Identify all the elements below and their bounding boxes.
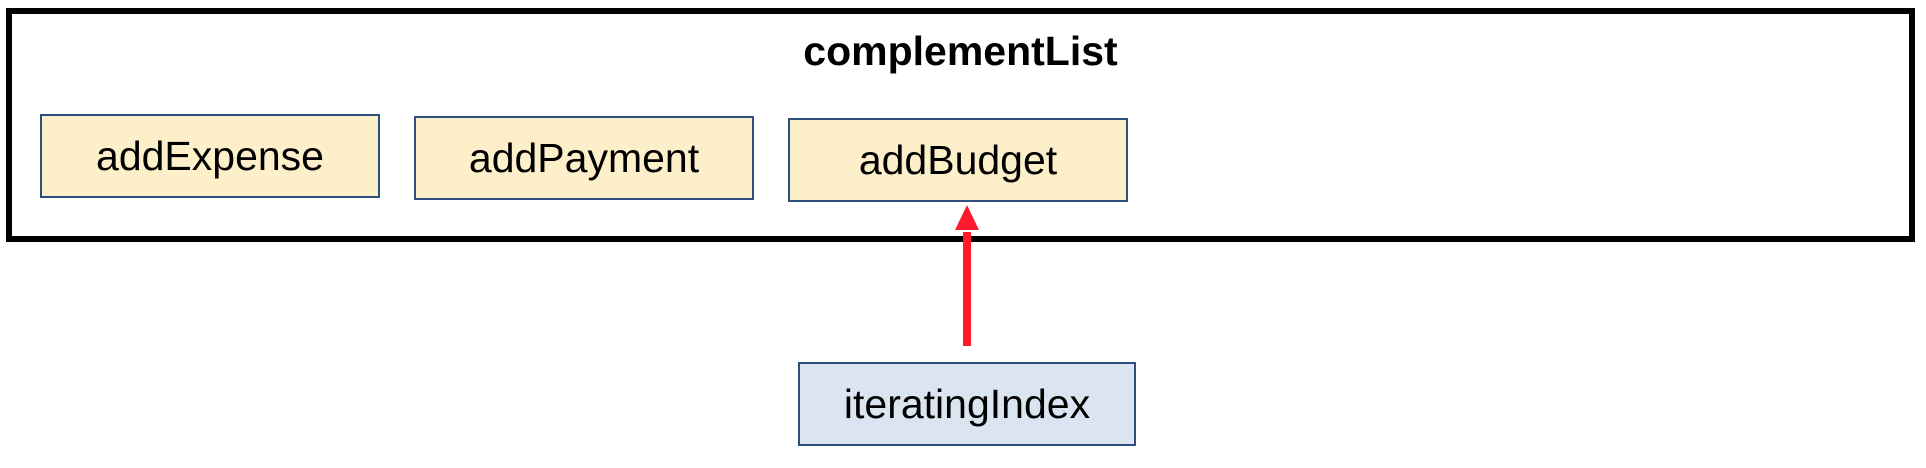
container-title: complementList <box>803 28 1118 74</box>
iterating-index-box: iteratingIndex <box>798 362 1136 446</box>
list-item-add-payment: addPayment <box>414 116 754 200</box>
list-item-add-budget: addBudget <box>788 118 1128 202</box>
list-item-add-expense: addExpense <box>40 114 380 198</box>
complement-list-container: complementList <box>6 8 1915 242</box>
